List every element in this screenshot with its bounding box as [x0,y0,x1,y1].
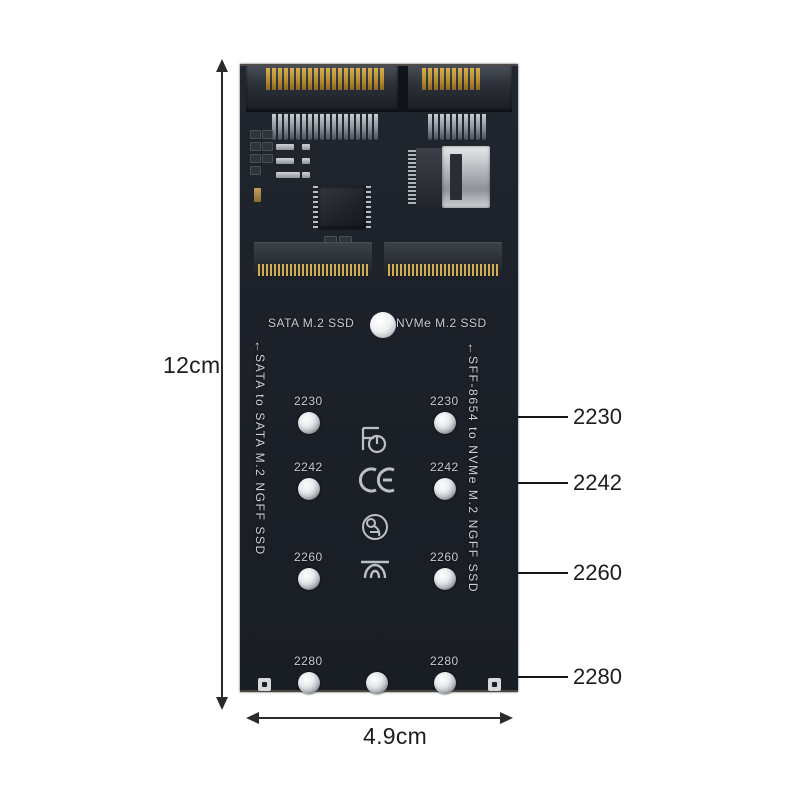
standoff-label-left-2260: 2260 [294,550,323,564]
standoff-hole-left-2260 [298,568,320,590]
callout-label-2242: 2242 [573,470,622,495]
standoff-label-left-2242: 2242 [294,460,323,474]
silkscreen-slot-label-left: SATA M.2 SSD [268,316,355,330]
standoff-hole-right-2260 [434,568,456,590]
smd-capacitor [302,144,310,150]
standoff-hole-right-2230 [434,412,456,434]
standoff-label-right-2242: 2242 [430,460,459,474]
standoff-hole-left-2280 [298,672,320,694]
m2-socket-sata [254,242,372,278]
rohs-mark-icon [360,512,390,547]
smd-pad [262,130,273,139]
sata-connector [246,64,512,140]
height-arrow-bottom-icon [216,697,228,710]
sata-solder-joints-right [428,114,486,140]
callout-label-2230: 2230 [573,404,622,429]
ic-legs-left [313,186,318,228]
m2-socket-pins [388,264,498,276]
width-dimension-label: 4.9cm [363,723,428,749]
standoff-hole-right-2242 [434,478,456,500]
smd-capacitor [302,158,310,164]
corner-pad-bottom-left [258,678,271,691]
silkscreen-vertical-right: SFF-8654 to NVMe M.2 NGFF SSD [466,356,480,594]
width-dimension-line [253,717,505,719]
sff-8654-port-opening [450,154,462,200]
smd-pad [250,142,261,151]
callout-label-2280: 2280 [573,664,622,689]
smd-capacitor [302,172,310,178]
smd-pad [262,142,273,151]
ic-legs-right [366,186,371,228]
standoff-hole-center-2280 [366,672,388,694]
standoff-label-right-2280: 2280 [430,654,459,668]
smd-pad [250,130,261,139]
standoff-hole-left-2242 [298,478,320,500]
height-dimension-line [221,66,223,705]
sata-gold-pins-left [266,68,384,90]
silkscreen-arrow-left-icon: ← [252,340,267,355]
m2-socket-nvme [384,242,502,278]
m2-socket-pins [258,264,368,276]
standoff-label-left-2280: 2280 [294,654,323,668]
center-mounting-hole [370,312,396,338]
sff-8654-connector [408,146,490,208]
height-dimension-label: 12cm [163,352,221,378]
height-arrow-top-icon [216,59,228,72]
sff-8654-base [416,148,446,206]
standoff-label-right-2260: 2260 [430,550,459,564]
smd-pad [262,154,273,163]
standoff-hole-right-2280 [434,672,456,694]
width-arrow-left-icon [246,712,259,724]
sata-gold-pins-right [422,68,480,90]
smd-resistor [276,158,294,164]
silkscreen-arrow-right-icon: ← [465,342,480,357]
silkscreen-vertical-left: SATA to SATA M.2 NGFF SSD [253,354,267,556]
smd-resistor [276,144,294,150]
smd-pad [250,154,261,163]
silkscreen-slot-label-right: NVMe M.2 SSD [396,316,487,330]
corner-pad-bottom-right [488,678,501,691]
adapter-pcb: SATA M.2 SSD NVMe M.2 SSD SATA to SATA M… [240,64,518,694]
sata-keying-notch [398,66,408,112]
controller-ic [313,186,371,228]
width-arrow-right-icon [500,712,513,724]
smd-resistor [276,172,300,178]
ce-mark-icon [358,464,398,501]
smd-diode [254,188,261,202]
smd-pad [250,166,261,175]
standoff-label-right-2230: 2230 [430,394,459,408]
sata-solder-joints-left [272,114,378,140]
callout-label-2260: 2260 [573,560,622,585]
pcb-top-edge [240,64,518,66]
fcc-mark-icon [358,422,392,461]
sff-8654-pins [408,150,416,204]
standoff-label-left-2230: 2230 [294,394,323,408]
kc-mark-icon [358,556,392,587]
standoff-hole-left-2230 [298,412,320,434]
